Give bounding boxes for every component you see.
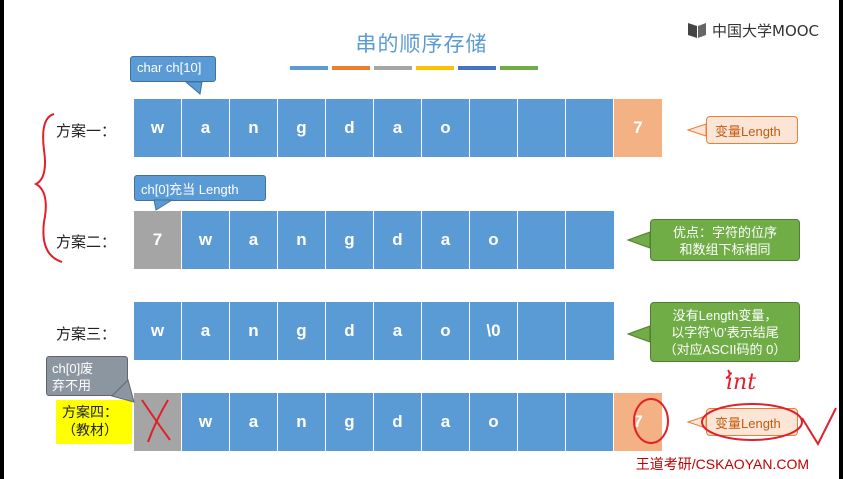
- array-cell: a: [374, 99, 422, 157]
- scheme4-label-line1: 方案四：: [62, 405, 118, 421]
- scheme1-length-callout: 变量Length: [706, 116, 798, 144]
- callout-line: 优点：字符的位序: [672, 225, 777, 240]
- array-cell: g: [326, 393, 374, 451]
- array-cell: o: [422, 302, 470, 360]
- footer-brand: 王道考研/CSKAOYAN.COM: [635, 456, 809, 472]
- array-cell: a: [422, 211, 470, 269]
- array-cell: g: [278, 302, 326, 360]
- callout-pointer: [626, 231, 651, 249]
- title-stripe-5: [458, 66, 496, 70]
- scheme3-label: 方案三：: [56, 325, 117, 343]
- red-check-annotation: [801, 407, 837, 447]
- array-cell: d: [326, 302, 374, 360]
- scheme2-array: 7 w a n g d a o: [134, 211, 614, 269]
- terminator-cell: \0: [470, 302, 518, 360]
- array-cell: a: [422, 393, 470, 451]
- array-cell: d: [326, 99, 374, 157]
- handwritten-int: int: [726, 370, 756, 395]
- textbook-highlight: [56, 400, 132, 444]
- char-array-tip: char ch[10]: [130, 56, 216, 82]
- scheme1-label: 方案一：: [56, 122, 117, 140]
- callout-line: 和数组下标相同: [679, 242, 771, 257]
- array-cell: g: [278, 99, 326, 157]
- array-cell: [566, 99, 614, 157]
- scheme4-array: w a n g d a o 7: [134, 393, 662, 451]
- array-cell: g: [326, 211, 374, 269]
- slide-title: 串的顺序存储: [355, 32, 488, 56]
- callout-pointer: [626, 325, 651, 343]
- logo-text: 中国大学MOOC: [712, 21, 820, 40]
- ch0-length-tip: ch[0]充当 Length: [134, 175, 266, 201]
- discarded-cell: [134, 393, 182, 451]
- array-cell: [470, 99, 518, 157]
- array-cell: [566, 302, 614, 360]
- int-arrow-annotation: [725, 369, 731, 379]
- ch0-discard-tip: ch[0]废 弃不用: [46, 356, 128, 396]
- scheme3-terminator-callout: 没有Length变量， 以字符‘\0’表示结尾 （对应ASCII码的 0）: [650, 302, 800, 362]
- scheme4-label-line2: （教材）: [62, 423, 118, 439]
- array-cell: n: [230, 99, 278, 157]
- array-cell: n: [230, 302, 278, 360]
- callout-pointer: [686, 123, 707, 137]
- char-array-tip-text: char ch[10]: [137, 60, 202, 75]
- callout-line: （对应ASCII码的 0）: [663, 342, 787, 357]
- tip-line: 弃不用: [52, 378, 92, 393]
- array-cell: [518, 302, 566, 360]
- scheme4-label: 方案四： （教材）: [62, 404, 118, 440]
- array-cell: n: [278, 211, 326, 269]
- array-cell: a: [182, 99, 230, 157]
- array-cell: [566, 393, 614, 451]
- array-cell: w: [134, 302, 182, 360]
- array-cell: [518, 211, 566, 269]
- title-stripe-4: [416, 66, 454, 70]
- array-cell: d: [374, 211, 422, 269]
- length-cell: 7: [134, 211, 182, 269]
- array-cell: o: [470, 211, 518, 269]
- scheme2-advantage-callout: 优点：字符的位序 和数组下标相同: [650, 219, 800, 261]
- array-cell: a: [182, 302, 230, 360]
- scheme3-array: w a n g d a o \0: [134, 302, 614, 360]
- length-cell: 7: [614, 393, 662, 451]
- slide: 串的顺序存储 中国大学MOOC char ch[10] 方案一： w a n g…: [4, 0, 839, 479]
- scheme2-label: 方案二：: [56, 233, 117, 251]
- scheme4-length-callout: 变量Length: [706, 408, 798, 436]
- mooc-logo-icon: [688, 23, 706, 38]
- array-cell: w: [182, 211, 230, 269]
- title-stripe-2: [332, 66, 370, 70]
- scheme1-array: w a n g d a o 7: [134, 99, 662, 157]
- array-cell: [518, 99, 566, 157]
- array-cell: a: [230, 211, 278, 269]
- array-cell: [518, 393, 566, 451]
- array-cell: [566, 211, 614, 269]
- title-stripe-6: [500, 66, 538, 70]
- array-cell: o: [470, 393, 518, 451]
- array-cell: d: [374, 393, 422, 451]
- length-cell: 7: [614, 99, 662, 157]
- array-cell: a: [374, 302, 422, 360]
- title-stripe-1: [290, 66, 328, 70]
- callout-line: 没有Length变量，: [672, 308, 778, 323]
- title-stripe-3: [374, 66, 412, 70]
- callout-pointer: [153, 199, 174, 211]
- array-cell: o: [422, 99, 470, 157]
- mooc-logo: 中国大学MOOC: [686, 18, 819, 42]
- tip-line: ch[0]废: [52, 361, 94, 376]
- array-cell: a: [230, 393, 278, 451]
- callout-line: 以字符‘\0’表示结尾: [671, 325, 779, 340]
- callout-pointer: [184, 81, 203, 95]
- array-cell: n: [278, 393, 326, 451]
- callout-pointer: [686, 415, 707, 429]
- ch0-length-tip-text: ch[0]充当 Length: [141, 182, 239, 197]
- array-cell: w: [134, 99, 182, 157]
- array-cell: w: [182, 393, 230, 451]
